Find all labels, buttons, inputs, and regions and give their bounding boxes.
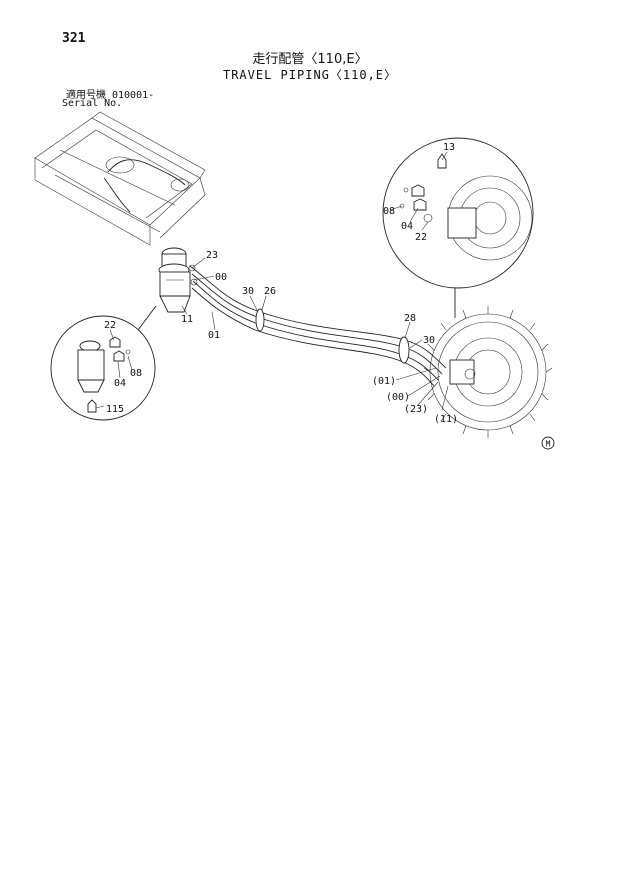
- callout-26: 26: [264, 286, 276, 297]
- callout-08-motor: 08: [383, 206, 395, 217]
- circled-m-mark: M: [541, 436, 555, 450]
- travel-motor-sprocket: [423, 306, 553, 438]
- leader-lines: [95, 151, 449, 411]
- travel-hoses: [189, 265, 447, 387]
- serial-label-japanese: 適用号機: [66, 90, 106, 101]
- callout-22-motor: 22: [415, 232, 427, 243]
- title-english: TRAVEL PIPING〈110,E〉: [222, 68, 398, 82]
- callout-04-motor: 04: [401, 221, 413, 232]
- callout-30-left: 30: [242, 286, 254, 297]
- callout-04-swivel: 04: [114, 378, 126, 389]
- callout-00: 00: [215, 272, 227, 283]
- page-number: 321: [62, 31, 86, 46]
- serial-label-english: Serial No.: [62, 98, 123, 109]
- detail-circle-motor: [382, 137, 534, 318]
- callout-01-ref: (01): [372, 376, 396, 387]
- mark-letter: M: [546, 440, 551, 449]
- callout-labels: 13 08 04 22 23 00 11 30 26 01 28 30 (01)…: [104, 142, 458, 425]
- callout-01: 01: [208, 330, 220, 341]
- callout-23-ref: (23): [404, 404, 428, 415]
- callout-28: 28: [404, 313, 416, 324]
- callout-11: 11: [181, 314, 193, 325]
- undercarriage-overview: [34, 111, 206, 246]
- serial-number-row: 適用号機 010001-: [66, 86, 154, 101]
- serial-value: 010001-: [112, 90, 155, 101]
- callout-00-ref: (00): [386, 392, 410, 403]
- callout-13: 13: [443, 142, 455, 153]
- detail-circle-swivel: [50, 305, 157, 421]
- callout-08-swivel: 08: [130, 368, 142, 379]
- title-japanese: 走行配管〈110,E〉: [252, 52, 368, 67]
- callout-22-swivel: 22: [104, 320, 116, 331]
- callout-11-ref: (11): [434, 414, 458, 425]
- swivel-joint: [158, 247, 198, 313]
- callout-115: 115: [106, 404, 124, 415]
- callout-23: 23: [206, 250, 218, 261]
- callout-30-right: 30: [423, 335, 435, 346]
